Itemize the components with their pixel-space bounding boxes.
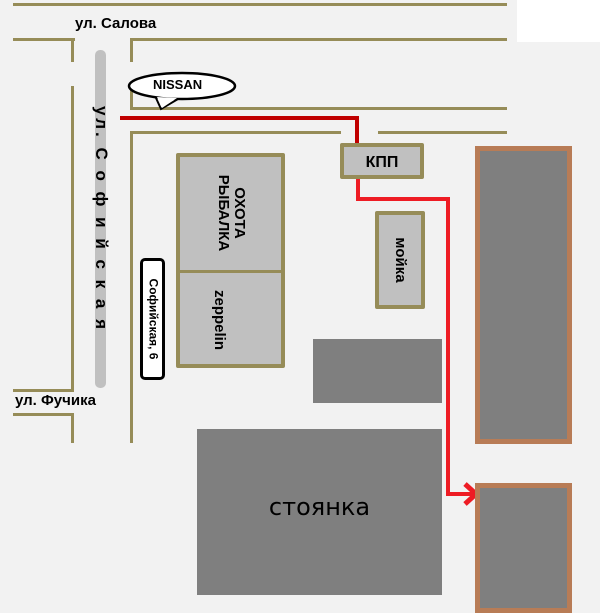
checkpoint-building[interactable]: КПП xyxy=(340,143,424,179)
street-label-salova: ул. Салова xyxy=(75,15,157,32)
blank-area xyxy=(517,0,600,42)
parking-label: стоянка xyxy=(268,493,371,521)
zeppelin-label: zeppelin xyxy=(210,289,228,351)
zeppelin-shop[interactable]: zeppelin xyxy=(176,272,285,368)
road-edge xyxy=(71,38,74,62)
checkpoint-label: КПП xyxy=(365,154,399,171)
building xyxy=(313,339,442,403)
road-edge xyxy=(13,38,75,41)
street-label-fuchika: ул. Фучика xyxy=(15,392,96,409)
address-label: Софийская, 6 xyxy=(145,278,160,360)
building-right-upper xyxy=(475,146,572,444)
hunting-fishing-label: ОХОТА РЫБАЛКА xyxy=(214,174,248,251)
parking-lot[interactable]: стоянка xyxy=(197,429,442,595)
hunting-label: ОХОТА xyxy=(230,186,248,239)
road-edge xyxy=(13,3,507,6)
road-edge xyxy=(130,131,341,134)
carwash-building[interactable]: мойка xyxy=(375,211,425,309)
road-edge xyxy=(13,413,74,416)
road-edge xyxy=(130,38,507,41)
fishing-label: РЫБАЛКА xyxy=(214,174,232,251)
hunting-fishing-shop[interactable]: ОХОТА РЫБАЛКА xyxy=(176,153,285,272)
shop-divider xyxy=(178,270,283,273)
shop-block xyxy=(176,153,285,368)
road-edge xyxy=(130,38,133,62)
road-edge xyxy=(130,131,133,443)
road-edge xyxy=(13,389,74,392)
road-edge xyxy=(130,107,507,110)
carwash-label: мойка xyxy=(391,237,409,283)
road-edge xyxy=(71,413,74,443)
destination-building[interactable] xyxy=(475,483,572,613)
nissan-label: NISSAN xyxy=(153,77,203,92)
road-edge xyxy=(378,131,507,134)
address-marker: Софийская, 6 xyxy=(140,258,165,380)
road-edge xyxy=(130,88,133,108)
sofiyskaya-street: ул. С о ф и й с к а я xyxy=(91,50,110,388)
road-edge xyxy=(71,86,74,391)
nissan-marker[interactable] xyxy=(126,70,242,112)
